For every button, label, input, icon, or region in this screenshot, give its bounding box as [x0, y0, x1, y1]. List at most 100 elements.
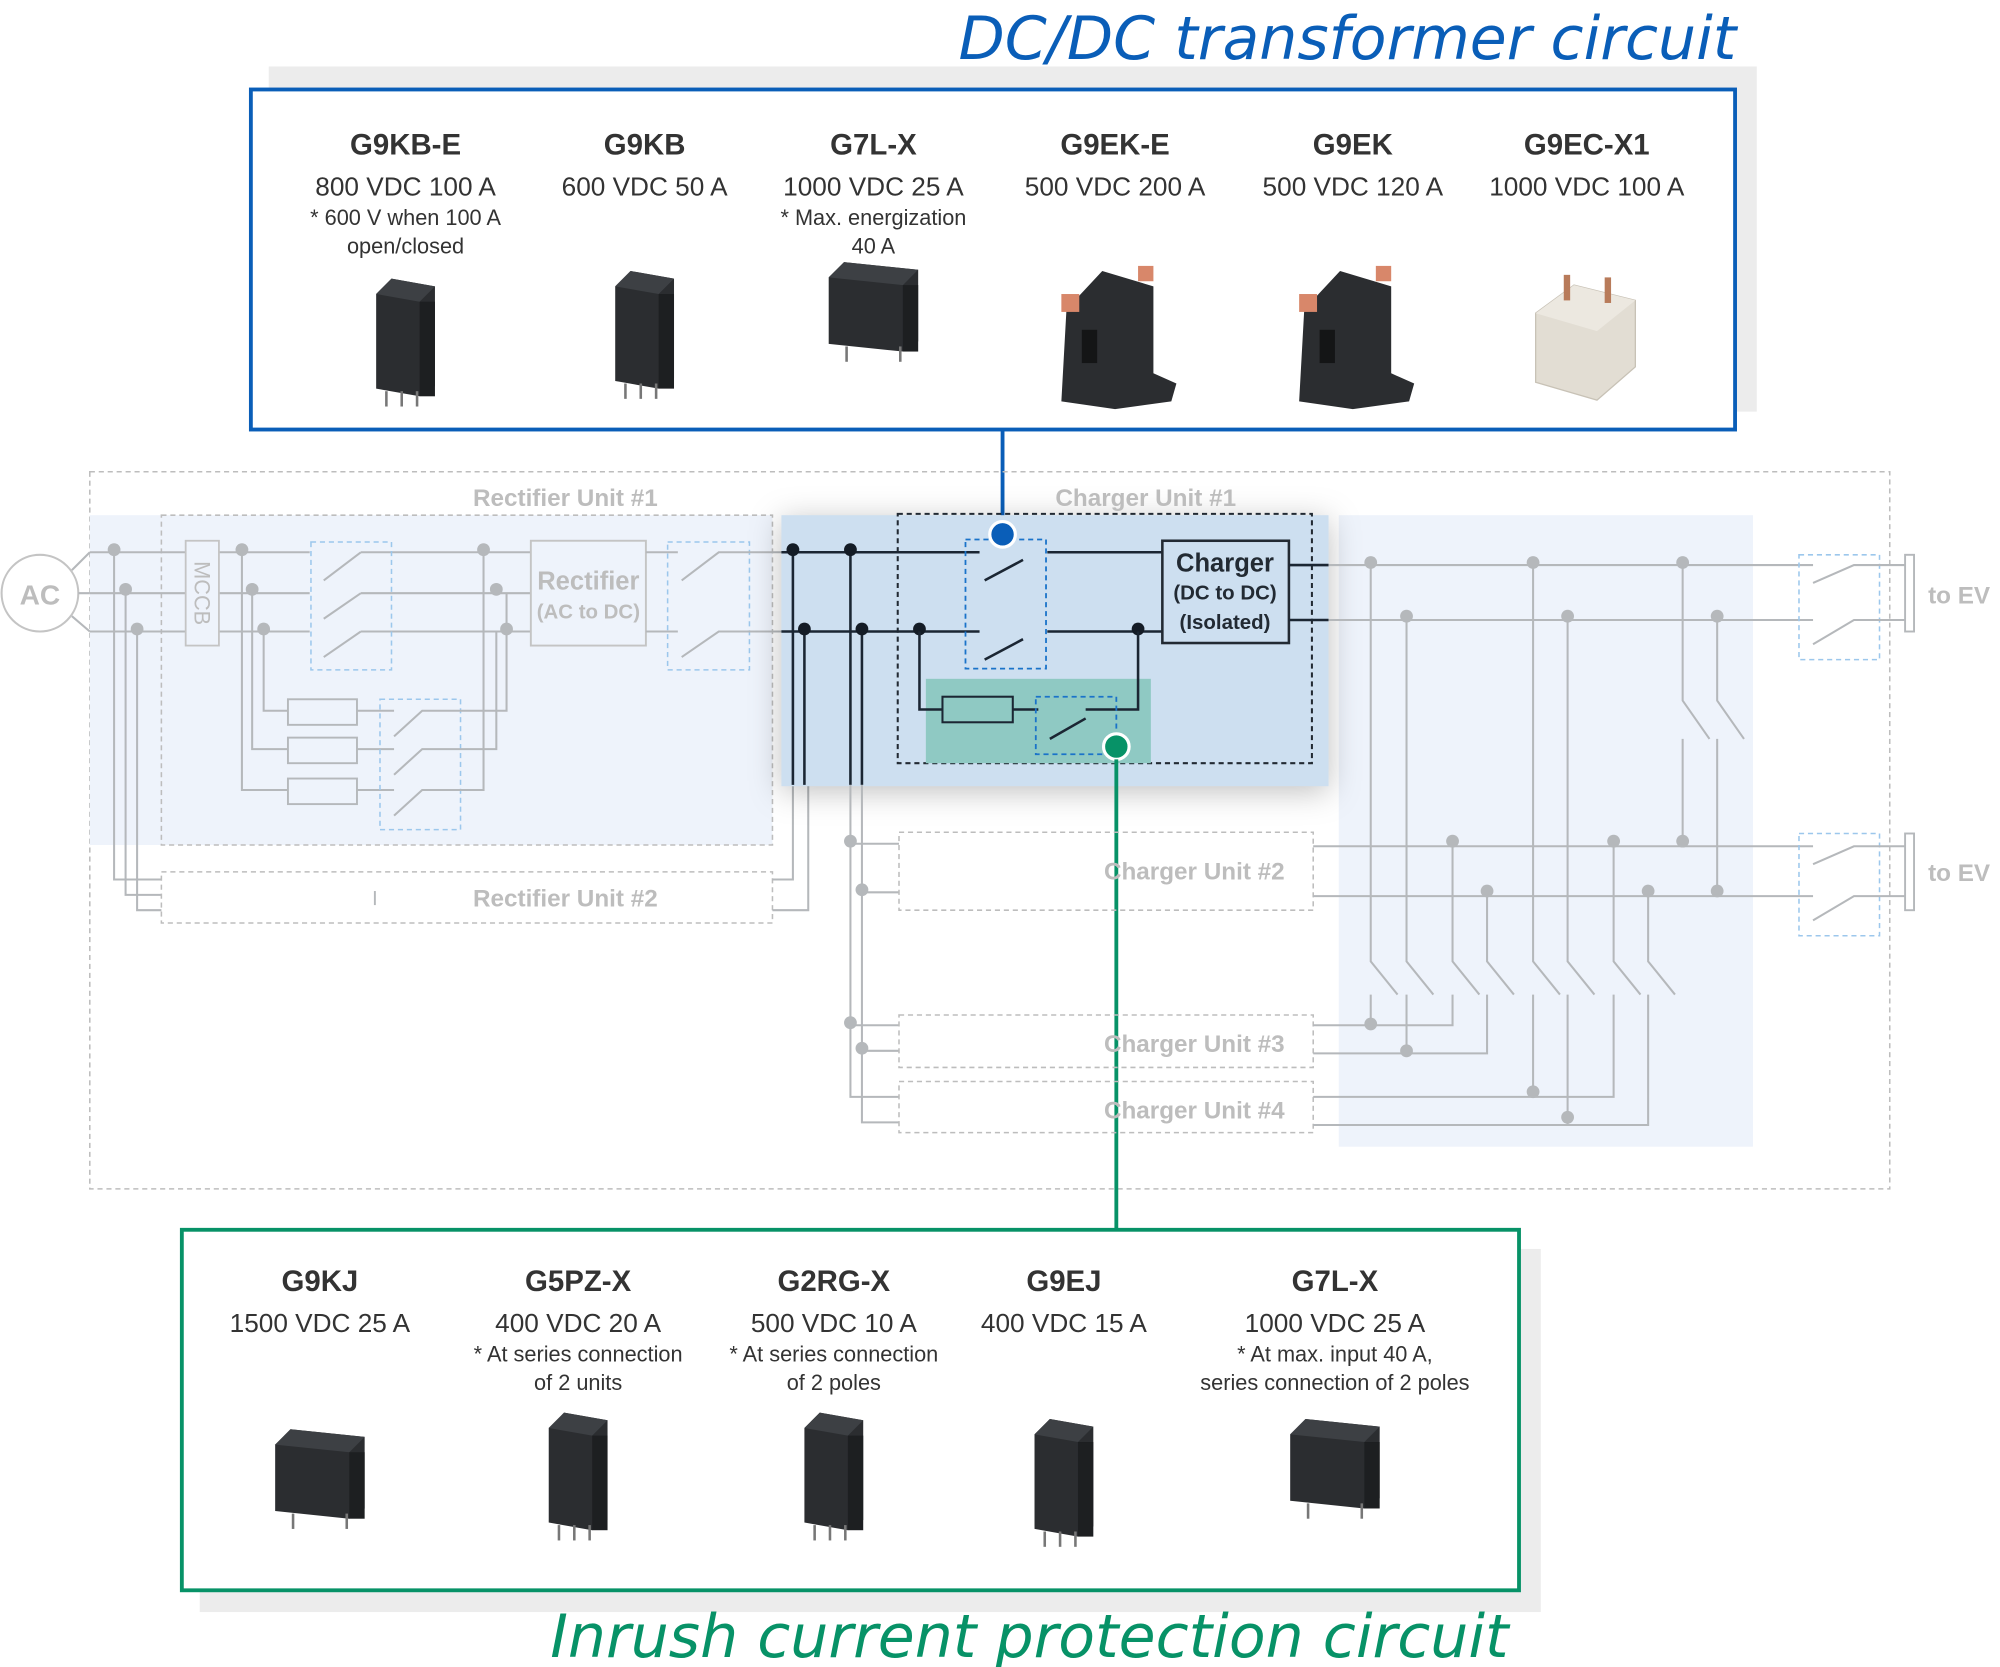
charger-unit-3-label: Charger Unit #3 [1104, 1031, 1285, 1058]
ac-source-label: AC [20, 580, 61, 611]
relay-note: * At series connection [474, 1341, 683, 1366]
rectifier-block-title: Rectifier [537, 567, 639, 595]
inrush-section-title: Inrush current protection circuit [550, 1602, 1511, 1667]
charger-block [1161, 539, 1291, 645]
charger-unit-1-wiring [781, 543, 1163, 785]
relay-note: * At max. input 40 A, [1237, 1341, 1433, 1366]
relay-g9kb-photo [615, 271, 675, 399]
relay-note: series connection of 2 poles [1200, 1370, 1469, 1395]
relay-item[interactable]: G9KB-E 800 VDC 100 A * 600 V when 100 A ope… [310, 129, 501, 407]
relay-note: * 600 V when 100 A [310, 205, 501, 230]
relay-rating: 500 VDC 200 A [1025, 172, 1206, 202]
dcdc-section-title: DC/DC transformer circuit [958, 4, 1738, 74]
resistor-icon [286, 777, 358, 806]
ev-connector-icon [1904, 832, 1915, 912]
mccb-label: MCCB [190, 561, 215, 625]
resistor-icon [286, 736, 358, 765]
relay-rating: 600 VDC 50 A [562, 172, 728, 202]
dcdc-relay-list: G9KB-E 800 VDC 100 A * 600 V when 100 A ope… [310, 129, 1685, 410]
relay-model: G5PZ-X [525, 1265, 632, 1298]
relay-model: G9KJ [282, 1265, 359, 1298]
relay-rating: 1000 VDC 25 A [1245, 1308, 1426, 1338]
relay-g7l-x-photo [1290, 1418, 1380, 1519]
relay-rating: 400 VDC 15 A [981, 1308, 1147, 1338]
relay-g2rg-x-photo [804, 1412, 864, 1541]
ac-source-leads [71, 551, 91, 633]
ev-connector-icon [1904, 553, 1915, 633]
charger-unit-4-label: Charger Unit #4 [1104, 1098, 1285, 1125]
relay-model: G9EJ [1026, 1265, 1101, 1298]
relay-item[interactable]: G7L-X 1000 VDC 25 A * At max. input 40 A, s… [1200, 1265, 1470, 1519]
dcdc-relay-panel [248, 87, 1737, 432]
relay-note: 40 A [852, 234, 896, 259]
relay-rating: 1500 VDC 25 A [230, 1308, 411, 1338]
relay-g9ek-photo [1299, 265, 1415, 410]
relay-note: of 2 poles [787, 1370, 881, 1395]
charger-block-isolation: (Isolated) [1180, 611, 1271, 634]
relay-note: * At series connection [729, 1341, 938, 1366]
relay-note: of 2 units [534, 1370, 622, 1395]
inrush-relay-list: G9KJ 1500 VDC 25 A G5PZ-X 400 VDC 20 A * At … [230, 1265, 1470, 1547]
charger-unit-3-box [898, 1014, 1314, 1069]
rectifier-output-relay-contacts [681, 551, 783, 658]
relay-g9ej-photo [1034, 1418, 1094, 1547]
relay-rating: 1000 VDC 100 A [1489, 172, 1685, 202]
relay-item[interactable]: G5PZ-X 400 VDC 20 A * At series connection… [474, 1265, 683, 1541]
relay-g5pz-x-photo [548, 1412, 608, 1541]
ev-output-1 [1798, 553, 1915, 661]
relay-model: G2RG-X [777, 1265, 890, 1298]
charger-unit-2-box [898, 831, 1314, 911]
dcdc-relay-marker[interactable] [988, 519, 1017, 549]
relay-rating: 400 VDC 20 A [495, 1308, 661, 1338]
rectifier-unit-1-box [160, 514, 774, 846]
ac-precharge-branch [235, 543, 513, 831]
inrush-resistor-icon [941, 695, 1014, 724]
relay-model: G7L-X [1292, 1265, 1379, 1298]
mccb-breaker [184, 539, 220, 647]
charger-block-title: Charger [1176, 549, 1274, 577]
relay-rating: 1000 VDC 25 A [783, 172, 964, 202]
relay-rating: 500 VDC 120 A [1263, 172, 1444, 202]
relay-item[interactable]: G9KB 600 VDC 50 A [562, 129, 728, 399]
relay-g9kj-photo [275, 1429, 365, 1529]
relay-rating: 500 VDC 10 A [751, 1308, 917, 1338]
relay-item[interactable]: G9EC-X1 1000 VDC 100 A [1489, 129, 1685, 401]
relay-g7l-x-photo [828, 262, 919, 362]
relay-item[interactable]: G9KJ 1500 VDC 25 A [230, 1265, 411, 1529]
rectifier-unit-2-label: Rectifier Unit #2 [473, 885, 658, 912]
ac-main-relay-contacts [323, 551, 362, 658]
rectifier-unit-1-label: Rectifier Unit #1 [473, 485, 658, 512]
charger-unit-4-box [898, 1080, 1314, 1134]
ac-main-relay-outline [310, 541, 393, 671]
rectifier-block-subtitle: (AC to DC) [537, 601, 640, 624]
relay-note: * Max. energization [780, 205, 966, 230]
relay-g9ek-e-photo [1061, 265, 1177, 410]
rectifier-unit-2-box [160, 871, 774, 924]
rectifier-output-relay-outline [666, 541, 751, 671]
inrush-relay-marker[interactable] [1101, 732, 1131, 761]
charger-bus-lines [844, 784, 900, 1124]
relay-model: G9EC-X1 [1524, 129, 1650, 162]
relay-model: G9KB-E [350, 129, 461, 162]
relay-g9kb-e-photo [376, 278, 435, 407]
ac-source-icon [0, 553, 80, 633]
charger-block-subtitle: (DC to DC) [1173, 582, 1276, 605]
ev-output-1-label: to EV [1928, 582, 1991, 609]
output-switch-matrix [1313, 556, 1814, 1126]
relay-note: open/closed [347, 234, 464, 259]
relay-rating: 800 VDC 100 A [315, 172, 496, 202]
charger-unit-2-label: Charger Unit #2 [1104, 859, 1285, 886]
inrush-relay-outline[interactable] [1034, 695, 1118, 756]
ev-output-2-label: to EV [1928, 860, 1991, 887]
relay-item[interactable]: G9EJ 400 VDC 15 A [981, 1265, 1147, 1547]
ac-phase-lines [89, 543, 531, 912]
relay-item[interactable]: G9EK-E 500 VDC 200 A [1025, 129, 1206, 410]
resistor-icon [286, 698, 358, 726]
relay-model: G9KB [604, 129, 686, 162]
relay-item[interactable]: G2RG-X 500 VDC 10 A * At series connection… [729, 1265, 938, 1541]
rectifier-block [529, 539, 647, 647]
relay-model: G9EK-E [1060, 129, 1169, 162]
